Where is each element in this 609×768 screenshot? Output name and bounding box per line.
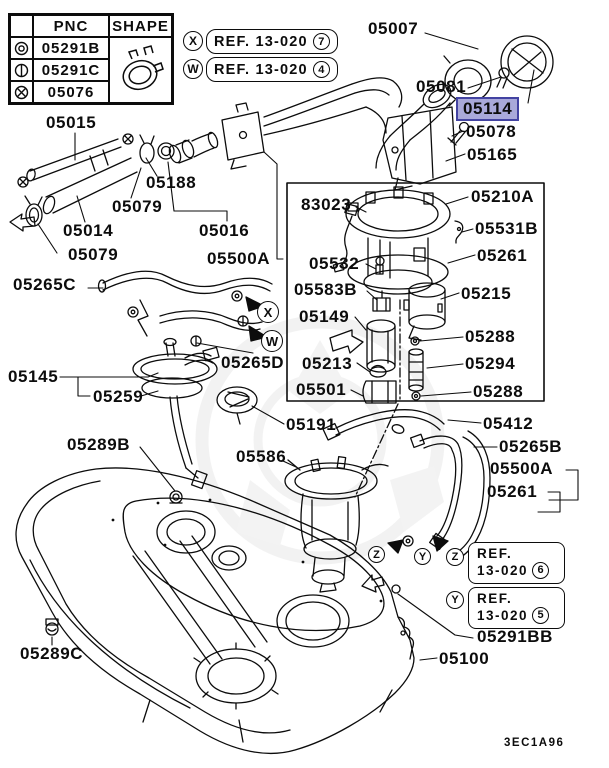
clamp-symbol-ring-icon — [127, 290, 243, 318]
part-label-05265C[interactable]: 05265C — [13, 275, 77, 294]
fuel-pipes-drawing — [17, 77, 403, 227]
part-label-05149[interactable]: 05149 — [299, 307, 350, 326]
ref-callout-13-020-6[interactable]: REF. 13-020 6 — [468, 542, 565, 584]
legend-pnc-05291B[interactable]: 05291B — [33, 37, 109, 59]
part-label-05294[interactable]: 05294 — [465, 354, 516, 373]
open-arrow-icon — [329, 329, 364, 354]
part-label-05586[interactable]: 05586 — [236, 447, 287, 466]
part-label-05583B[interactable]: 05583B — [294, 280, 358, 299]
part-label-05007[interactable]: 05007 — [368, 19, 419, 38]
clamp-symbol-bar-icon — [190, 315, 249, 347]
circle-bar-icon — [10, 59, 33, 81]
part-label-05016[interactable]: 05016 — [199, 221, 250, 240]
marker-y-circle: Y — [414, 548, 431, 565]
part-label-05078[interactable]: 05078 — [466, 122, 517, 141]
part-label-05265B[interactable]: 05265B — [499, 437, 563, 456]
ref-callout-13-020-5[interactable]: REF. 13-020 5 — [468, 587, 565, 629]
open-arrow-icon — [9, 213, 36, 232]
part-label-05501[interactable]: 05501 — [296, 380, 347, 399]
band-clamp-icon — [109, 37, 172, 103]
assembly-centerline — [354, 403, 399, 498]
legend-pnc-05291C[interactable]: 05291C — [33, 59, 109, 81]
arrow-to-y — [432, 535, 449, 552]
part-label-05532[interactable]: 05532 — [309, 254, 360, 273]
part-label-05412[interactable]: 05412 — [483, 414, 534, 433]
ref-text-line1: REF. — [477, 591, 513, 606]
marker-y-circle: Y — [446, 591, 464, 609]
part-label-05100[interactable]: 05100 — [439, 649, 490, 668]
part-label-05015[interactable]: 05015 — [46, 113, 97, 132]
part-label-05079[interactable]: 05079 — [112, 197, 163, 216]
part-label-05265D[interactable]: 05265D — [221, 353, 285, 372]
fuel-sender-drawing — [132, 337, 258, 490]
marker-z-circle: Z — [368, 546, 385, 563]
marker-z-circle: Z — [446, 548, 464, 566]
ref-text-line2: 13-020 — [477, 563, 529, 578]
ref-callout-13-020-7[interactable]: REF. 13-020 7 — [206, 29, 338, 54]
part-label-05191[interactable]: 05191 — [286, 415, 337, 434]
legend-pnc-header: PNC — [33, 15, 109, 37]
legend-corner-cell — [10, 15, 33, 37]
marker-x-circle: X — [183, 31, 203, 51]
part-label-05531B[interactable]: 05531B — [475, 219, 539, 238]
ref-num-circle: 4 — [312, 61, 330, 78]
part-label-83023[interactable]: 83023 — [301, 195, 352, 214]
ref-text: REF. 13-020 — [214, 33, 308, 50]
leader-lines — [37, 32, 579, 661]
open-arrow-icon — [361, 574, 385, 593]
part-label-05289C[interactable]: 05289C — [20, 644, 84, 663]
ref-text: REF. 13-020 — [214, 61, 308, 78]
marker-x-circle: X — [257, 301, 279, 323]
part-label-05289B[interactable]: 05289B — [67, 435, 131, 454]
fuel-tank-drawing — [15, 467, 415, 755]
legend-pnc-05076[interactable]: 05076 — [33, 81, 109, 103]
ref-num-circle: 6 — [532, 562, 550, 579]
legend-table: PNC SHAPE 05291B 05291C 05076 — [8, 13, 174, 105]
part-label-05215[interactable]: 05215 — [461, 284, 512, 303]
part-label-05114-highlighted[interactable]: 05114 — [456, 97, 520, 121]
clamp-symbol-cross-icon — [17, 133, 134, 188]
ref-num-circle: 5 — [532, 607, 550, 624]
double-circle-icon — [10, 37, 33, 59]
part-label-05081[interactable]: 05081 — [416, 77, 467, 96]
part-label-05213[interactable]: 05213 — [302, 354, 353, 373]
part-label-05079-2[interactable]: 05079 — [68, 245, 119, 264]
part-label-05014[interactable]: 05014 — [63, 221, 114, 240]
arrow-to-z — [387, 539, 404, 554]
part-label-05145[interactable]: 05145 — [8, 367, 59, 386]
ref-callout-13-020-4[interactable]: REF. 13-020 4 — [206, 57, 338, 82]
ref-text-line2: 13-020 — [477, 608, 529, 623]
legend-shape-header: SHAPE — [109, 15, 172, 37]
marker-w-circle: W — [183, 59, 203, 79]
ref-num-circle: 7 — [312, 33, 330, 50]
part-label-05500A[interactable]: 05500A — [207, 249, 271, 268]
part-label-05288-2[interactable]: 05288 — [473, 382, 524, 401]
part-label-05188[interactable]: 05188 — [146, 173, 197, 192]
part-label-05288[interactable]: 05288 — [465, 327, 516, 346]
pump-assembly-drawing — [284, 455, 389, 593]
part-label-05500A-2[interactable]: 05500A — [490, 459, 554, 478]
drawing-code: 3EC1A96 — [504, 737, 565, 749]
part-label-05210A[interactable]: 05210A — [471, 187, 535, 206]
part-label-05259[interactable]: 05259 — [93, 387, 144, 406]
part-label-05165[interactable]: 05165 — [467, 145, 518, 164]
circle-cross-icon — [10, 81, 33, 103]
part-label-05291BB[interactable]: 05291BB — [477, 627, 554, 646]
part-label-05261-2[interactable]: 05261 — [487, 482, 538, 501]
filler-neck-drawing — [375, 35, 554, 191]
marker-w-circle: W — [261, 330, 283, 352]
part-label-05261[interactable]: 05261 — [477, 246, 528, 265]
ref-text-line1: REF. — [477, 546, 513, 561]
